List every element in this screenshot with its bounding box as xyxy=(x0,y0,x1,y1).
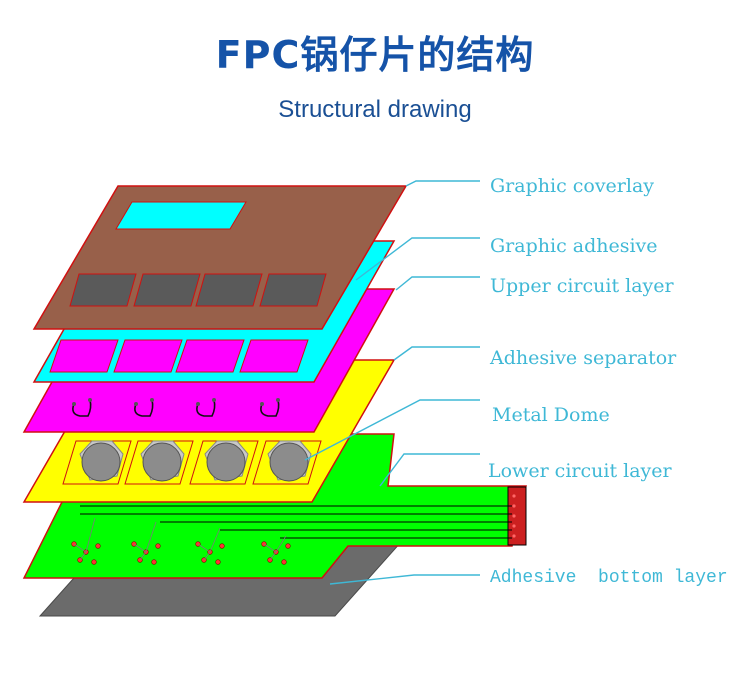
label-graphic-coverlay: Graphic coverlay xyxy=(490,175,654,197)
dome-contact-trace xyxy=(134,399,154,417)
dome-contact-trace xyxy=(72,399,92,417)
metal-dome xyxy=(79,440,124,482)
metal-dome xyxy=(140,440,185,482)
label-graphic-adhesive: Graphic adhesive xyxy=(490,235,658,257)
metal-dome xyxy=(267,440,312,482)
label-adhesive-separator: Adhesive separator xyxy=(489,347,677,369)
display-window xyxy=(115,201,247,230)
label-lower-circuit-layer: Lower circuit layer xyxy=(488,460,672,482)
metal-dome xyxy=(204,440,249,482)
label-upper-circuit-layer: Upper circuit layer xyxy=(490,275,675,297)
dome-contact-trace xyxy=(260,399,280,417)
page-title: FPC锅仔片的结构 xyxy=(215,33,535,77)
label-metal-dome: Metal Dome xyxy=(492,404,610,426)
dome-contact-trace xyxy=(196,399,216,417)
page-subtitle: Structural drawing xyxy=(278,96,472,123)
connector-tail xyxy=(507,486,527,546)
label-adhesive-bottom-layer: Adhesive bottom layer xyxy=(490,568,728,588)
metal-domes xyxy=(79,440,312,482)
leader-lines xyxy=(304,180,480,585)
